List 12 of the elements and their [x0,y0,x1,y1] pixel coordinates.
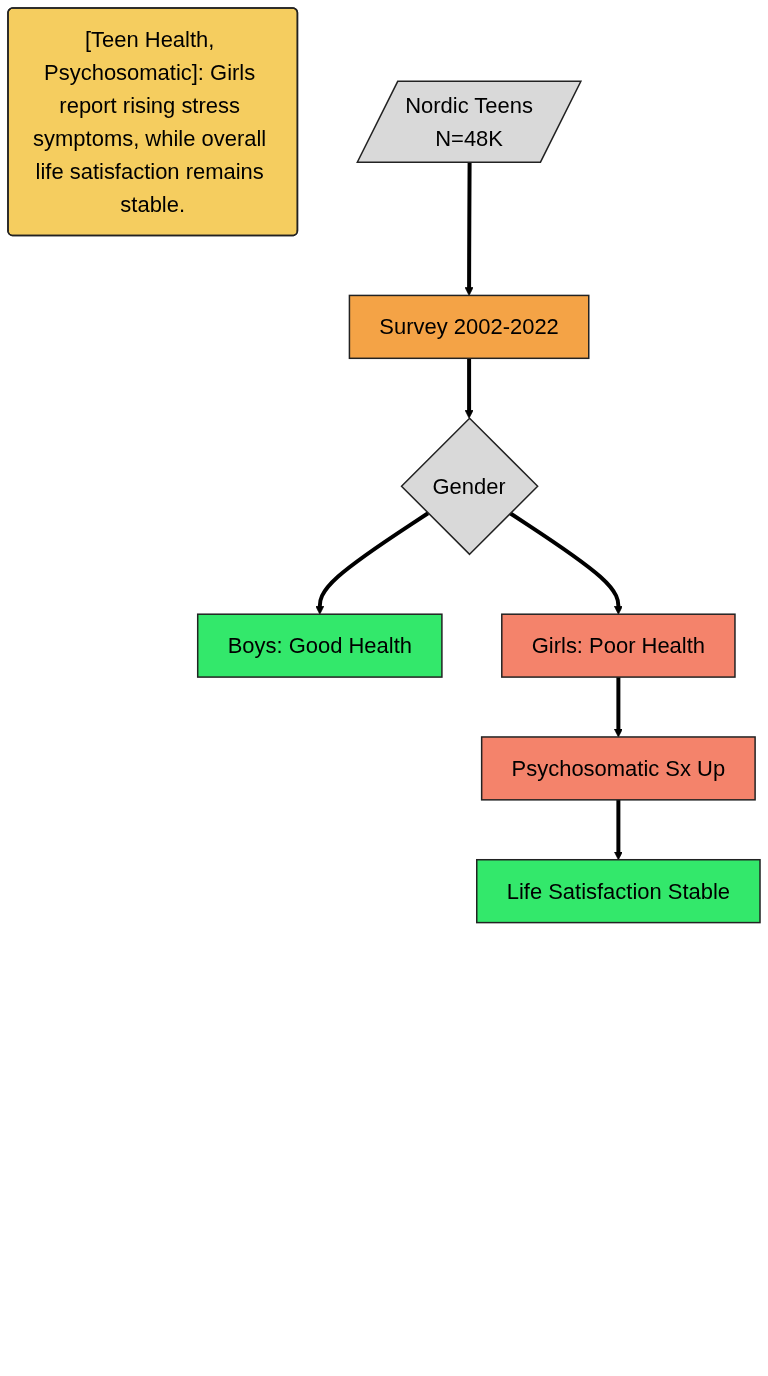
node-box: Boys: Good Health [196,613,443,678]
arrow [464,358,474,419]
node-diamond: Gender [400,417,539,556]
node-box: Psychosomatic Sx Up [480,736,756,801]
arrow [614,799,623,861]
arrow [464,162,474,296]
arrow [509,511,623,615]
node-box: Survey 2002-2022 [348,294,590,360]
node-box: Life Satisfaction Stable [476,859,761,924]
arrow [614,677,623,738]
node-box: Girls: Poor Health [501,613,736,678]
arrow [315,511,430,615]
